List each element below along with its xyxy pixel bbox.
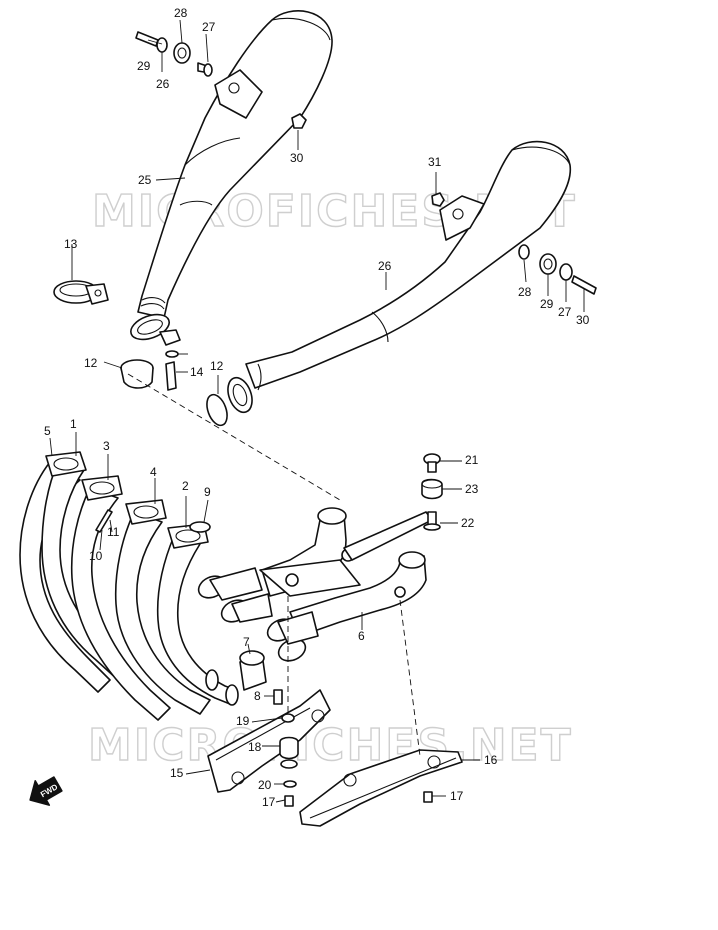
hardware-right-hanger <box>431 192 597 295</box>
callout-4: 4 <box>150 465 157 479</box>
callout-24: 25 <box>138 173 152 187</box>
heat-shield-16 <box>299 749 463 827</box>
callout-25: 26 <box>378 259 392 273</box>
fwd-arrow: FWD <box>29 776 63 806</box>
leader-lines <box>49 19 585 803</box>
callout-14: 14 <box>190 365 204 379</box>
callout-22: 22 <box>461 516 475 530</box>
callout-27a: 27 <box>202 20 216 34</box>
clamp-13 <box>53 280 109 305</box>
callout-28b: 29 <box>540 297 554 311</box>
callout-2: 2 <box>182 479 189 493</box>
callout-19: 19 <box>236 714 250 728</box>
callout-15: 15 <box>170 766 184 780</box>
callout-8: 8 <box>254 689 261 703</box>
callout-18: 18 <box>248 740 262 754</box>
callout-26b: 27 <box>558 305 572 319</box>
callout-28a: 28 <box>174 6 188 20</box>
gasket-12-left <box>120 359 154 389</box>
alignment-line-2 <box>399 599 421 757</box>
gasket-12-right <box>206 393 228 427</box>
callout-9: 9 <box>204 485 211 499</box>
callout-29a: 29 <box>137 59 151 73</box>
callout-3: 3 <box>103 439 110 453</box>
callout-13: 13 <box>64 237 78 251</box>
callout-20: 20 <box>258 778 272 792</box>
callout-17a: 17 <box>262 795 276 809</box>
callout-30b: 31 <box>428 155 442 169</box>
washer-31 <box>165 350 179 358</box>
gasket-7-top <box>239 650 265 666</box>
alignment-line-1 <box>127 373 341 501</box>
right-muffler <box>227 140 572 414</box>
callout-26a: 26 <box>156 77 170 91</box>
callout-30a: 30 <box>290 151 304 165</box>
callout-17b: 17 <box>450 789 464 803</box>
header-pipes <box>19 451 239 721</box>
left-muffler <box>130 10 333 346</box>
callout-7: 7 <box>243 635 250 649</box>
callout-11: 11 <box>107 525 120 539</box>
callout-12a: 12 <box>84 356 98 370</box>
shield-hardware <box>279 713 433 807</box>
bolt-14 <box>165 361 177 391</box>
callout-numbers: 28 27 29 26 30 25 31 13 26 28 29 27 30 1… <box>44 6 590 809</box>
bolt-8 <box>273 689 283 705</box>
mount-bracket <box>343 453 443 561</box>
callout-29b: 30 <box>576 313 590 327</box>
callout-1: 1 <box>70 417 77 431</box>
callout-27b: 28 <box>518 285 532 299</box>
callout-12b: 12 <box>210 359 224 373</box>
callout-21: 21 <box>465 453 479 467</box>
callout-5: 5 <box>44 424 51 438</box>
callout-6: 6 <box>358 629 365 643</box>
callout-10: 10 <box>89 549 103 563</box>
watermark-bottom: MICROFICHES.NET <box>88 720 573 771</box>
callout-23: 23 <box>465 482 479 496</box>
callout-16: 16 <box>484 753 498 767</box>
